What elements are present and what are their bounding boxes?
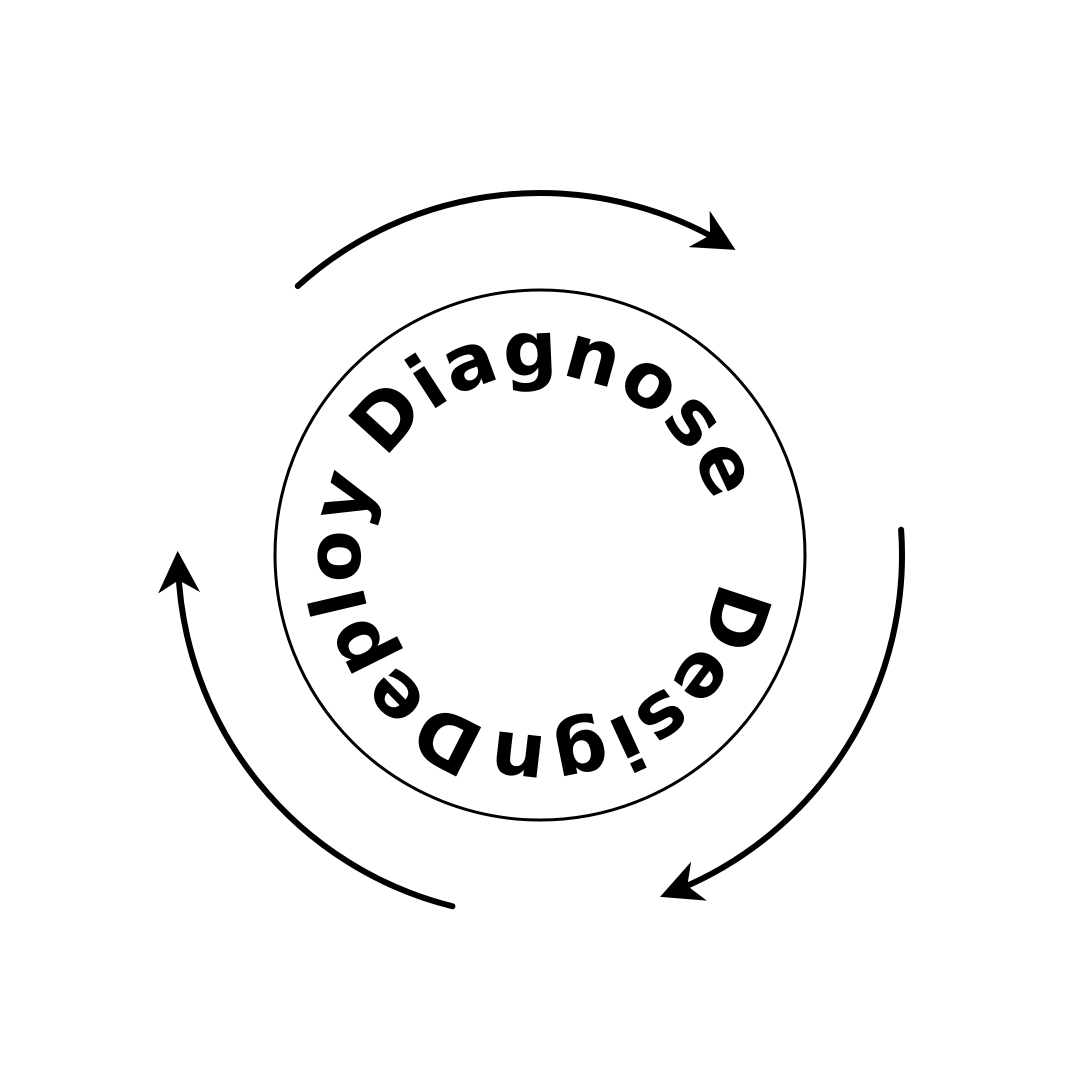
arrow-design-to-deploy <box>660 526 905 901</box>
center-circle <box>273 288 807 822</box>
stage-diagnose: Diagnose <box>332 303 779 511</box>
stage-deploy: Deploy <box>289 458 496 793</box>
arrow-diagnose-to-design <box>294 190 736 289</box>
arrow-deploy-to-diagnose <box>158 550 456 910</box>
stage-design: Design <box>484 575 789 808</box>
